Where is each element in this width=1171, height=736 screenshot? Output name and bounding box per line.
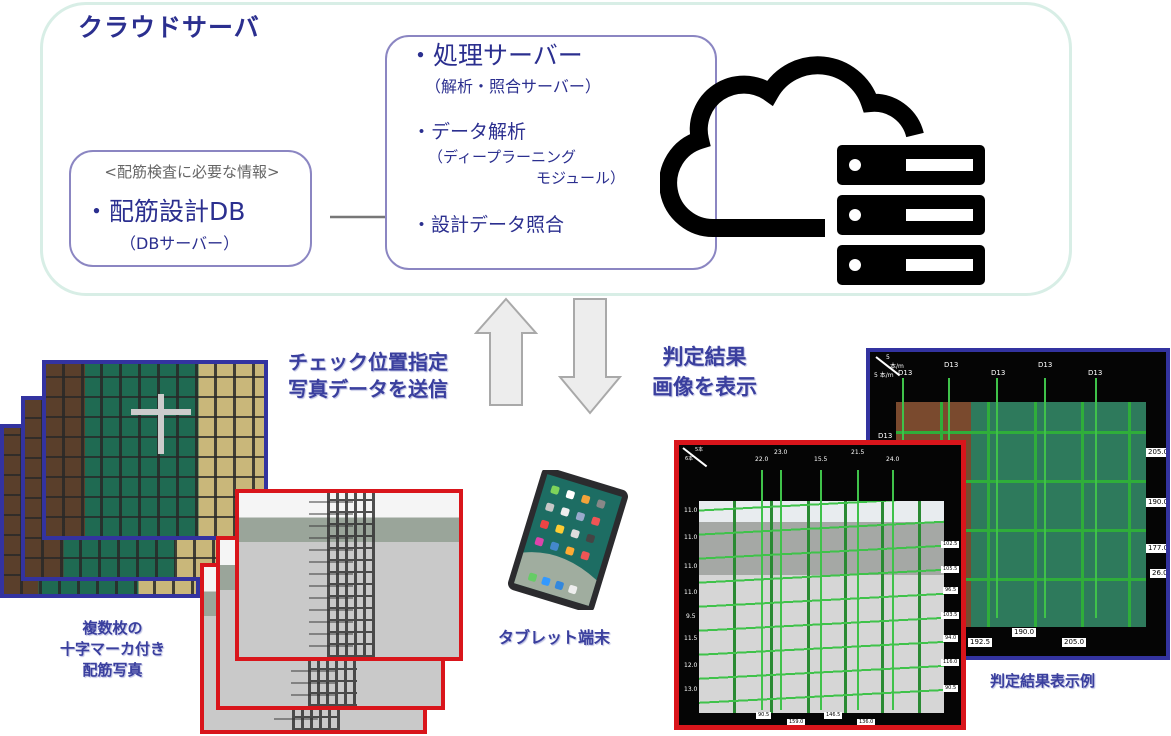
wall-left-label: D13 [878, 432, 893, 440]
column-left-value: 11.0 [684, 507, 698, 514]
column-left-value: 11.0 [684, 563, 698, 570]
column-bottom-value: 146.5 [824, 712, 843, 719]
cloud-server-title: クラウドサーバ [78, 13, 260, 42]
column-left-value: 13.0 [684, 686, 698, 693]
send-label-line-1: チェック位置指定 [288, 350, 448, 374]
photos-caption-line-3: 配筋写真 [82, 661, 143, 679]
wall-right-value: 177.0 [1146, 544, 1169, 553]
column-corner-bottom: 6本 [685, 456, 694, 462]
result-example-caption: 判定結果表示例 [990, 672, 1096, 690]
column-right-value: 116.0 [941, 659, 960, 666]
column-left-value: 11.5 [684, 635, 698, 642]
result-image-column: 5本 6本 22.0 23.0 15.5 21.5 24.0 11.0 11.0… [674, 440, 966, 730]
processing-server-box [385, 35, 717, 270]
column-right-value: 103.5 [941, 612, 960, 619]
photos-caption-line-1: 複数枚の [82, 619, 143, 637]
column-left-value: 9.5 [686, 613, 696, 620]
column-left-value: 11.0 [684, 534, 698, 541]
column-left-value: 12.0 [684, 662, 698, 669]
upload-arrow-icon [474, 297, 538, 406]
cross-marker-icon-vertical [158, 394, 164, 454]
tablet-icon [507, 470, 629, 610]
wall-top-label: D13 [1088, 369, 1103, 377]
data-analysis-subtitle-2: モジュール） [536, 169, 625, 187]
wall-corner-bottom: 5 本/m [874, 372, 894, 379]
wall-bottom-value: 190.0 [1012, 628, 1037, 637]
column-right-value: 94.0 [943, 635, 959, 642]
server-rack-icon [837, 145, 985, 285]
column-photo [235, 489, 463, 661]
wall-top-label: D13 [991, 369, 1006, 377]
result-label-line-2: 画像を表示 [652, 375, 757, 399]
show-result-label: 判定結果 画像を表示 [652, 342, 757, 402]
design-db-caption: <配筋検査に必要な情報> [104, 163, 280, 181]
column-corner-top: 5本 [695, 447, 704, 453]
wall-right-value: 26.0 [1150, 569, 1168, 578]
processing-server-subtitle: （解析・照合サーバー） [425, 77, 601, 96]
wall-corner-top: 5 [886, 354, 890, 361]
rebar-photo [42, 360, 268, 540]
column-right-value: 105.5 [941, 566, 960, 573]
wall-bottom-value: 192.5 [968, 638, 993, 647]
column-right-value: 90.5 [943, 685, 959, 692]
processing-server-title: ・処理サーバー [408, 41, 583, 70]
wall-top-label: D13 [944, 361, 959, 369]
column-right-value: 96.5 [943, 587, 959, 594]
design-db-title: ・配筋設計DB [84, 197, 246, 226]
column-left-value: 11.0 [684, 589, 698, 596]
column-bottom-value: 90.5 [756, 712, 772, 719]
result-label-line-1: 判定結果 [662, 345, 747, 369]
send-label-line-2: 写真データを送信 [288, 377, 448, 401]
send-photo-label: チェック位置指定 写真データを送信 [288, 349, 448, 403]
tablet-caption: タブレット端末 [498, 628, 611, 647]
photos-caption-line-2: 十字マーカ付き [59, 640, 165, 658]
column-bottom-value: 136.0 [857, 719, 876, 725]
wall-top-label: D13 [898, 369, 913, 377]
wall-corner-unit: 本/m [890, 363, 904, 370]
download-arrow-icon [558, 298, 622, 415]
column-right-value: 102.5 [941, 541, 960, 548]
wall-right-value: 190.0 [1146, 498, 1169, 507]
column-top-value: 15.5 [814, 456, 828, 463]
photos-caption: 複数枚の 十字マーカ付き 配筋写真 [30, 618, 195, 681]
data-analysis-subtitle-1: （ディープラーニング [428, 148, 577, 166]
column-top-value: 22.0 [755, 456, 769, 463]
column-top-value: 24.0 [886, 456, 900, 463]
wall-bottom-value: 205.0 [1062, 638, 1087, 647]
wall-top-label: D13 [1038, 361, 1053, 369]
data-analysis-item: ・データ解析 [412, 121, 527, 143]
cloud-server-icon [660, 56, 985, 285]
design-db-subtitle: （DBサーバー） [120, 234, 240, 253]
column-bottom-value: 159.0 [787, 719, 806, 725]
column-top-value: 21.5 [851, 449, 865, 456]
column-top-value: 23.0 [774, 449, 788, 456]
design-data-matching-item: ・設計データ照合 [412, 214, 565, 236]
wall-right-value: 205.0 [1146, 448, 1169, 457]
design-db-box [69, 150, 312, 267]
